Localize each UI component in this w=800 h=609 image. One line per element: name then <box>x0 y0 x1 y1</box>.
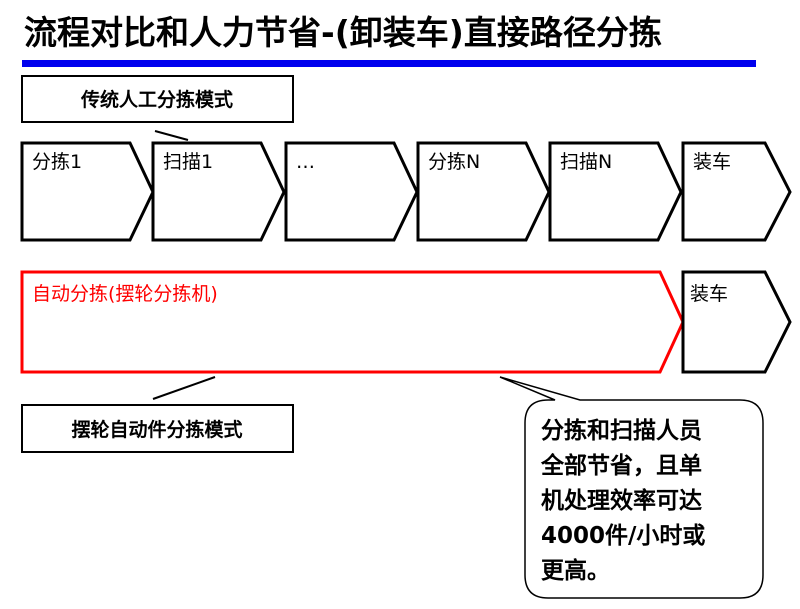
auto-sorting-chevron <box>20 270 685 374</box>
callout-line: 更高。 <box>541 557 610 584</box>
callout-line: 机处理效率可达 <box>541 487 702 514</box>
auto-sorting-label: 自动分拣(摆轮分拣机) <box>32 283 218 305</box>
connector-line <box>152 376 216 400</box>
callout-line: 4000件/小时或 <box>541 523 705 549</box>
step-label: … <box>296 151 315 173</box>
callout-bubble <box>499 376 764 599</box>
page-title: 流程对比和人力节省-(卸装车)直接路径分拣 <box>24 13 662 52</box>
step-chevron <box>20 141 155 242</box>
step-chevron <box>284 141 419 242</box>
auto-mode-box <box>21 404 294 453</box>
auto-mode-label: 摆轮自动件分拣模式 <box>71 418 242 441</box>
callout-line: 分拣和扫描人员 <box>541 417 702 444</box>
step-label: 分拣1 <box>32 151 82 173</box>
auto-loading-chevron <box>681 270 792 374</box>
connector-line <box>154 130 189 141</box>
traditional-mode-label: 传统人工分拣模式 <box>80 88 233 111</box>
step-chevron <box>151 141 286 242</box>
title-underline <box>22 60 756 67</box>
step-label: 装车 <box>693 151 731 173</box>
auto-loading-label: 装车 <box>690 283 728 305</box>
callout-line: 全部节省，且单 <box>540 452 702 479</box>
traditional-mode-box <box>21 75 294 123</box>
step-label: 扫描N <box>560 151 612 173</box>
step-chevron <box>548 141 683 242</box>
step-chevron <box>416 141 551 242</box>
step-label: 分拣N <box>428 151 480 173</box>
step-chevron <box>681 141 792 242</box>
step-label: 扫描1 <box>163 151 213 173</box>
